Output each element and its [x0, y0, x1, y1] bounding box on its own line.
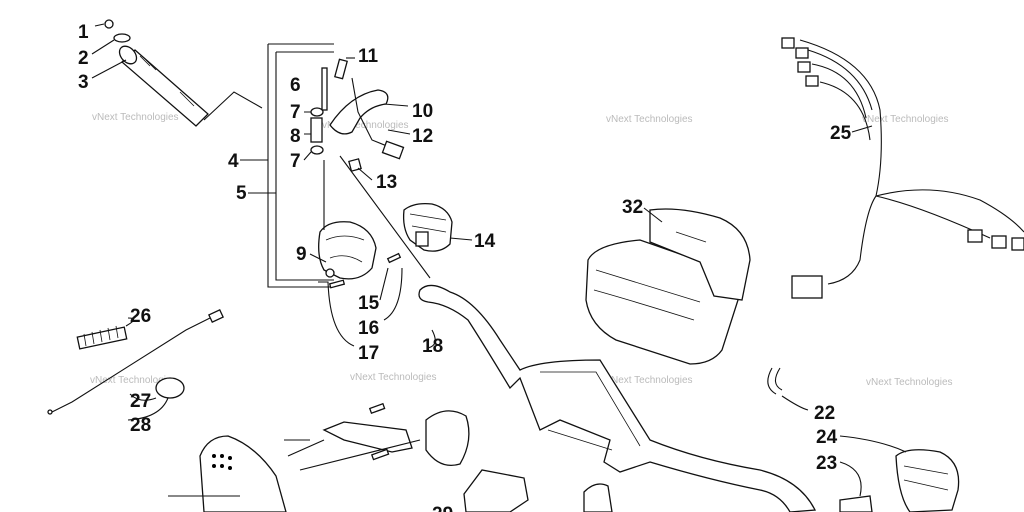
- label-6: 6: [290, 75, 301, 96]
- label-11: 11: [358, 46, 379, 67]
- label-7: 7: [290, 102, 301, 123]
- watermark: vNext Technologies: [350, 372, 437, 383]
- windshield-bag: [585, 207, 751, 365]
- watermarks: vNext Technologies vNext Technologies vN…: [90, 112, 953, 388]
- label-18: 18: [422, 336, 443, 357]
- label-9: 9: [296, 244, 307, 265]
- label-12: 12: [412, 126, 433, 147]
- label-22: 22: [814, 403, 835, 424]
- label-15: 15: [358, 293, 380, 314]
- watermark: vNext Technologies: [866, 377, 953, 388]
- kill-switch: [402, 202, 473, 252]
- right-side-parts: [767, 367, 960, 512]
- label-3: 3: [78, 72, 89, 93]
- label-28: 28: [130, 415, 151, 436]
- label-29: 29: [432, 504, 453, 512]
- bottom-parts: [168, 402, 613, 512]
- label-4: 4: [228, 151, 239, 172]
- label-23: 23: [816, 453, 837, 474]
- label-5: 5: [236, 183, 247, 204]
- label-1: 1: [78, 22, 89, 43]
- bracket-lines: [240, 43, 334, 288]
- label-26: 26: [130, 306, 151, 327]
- label-24: 24: [816, 427, 838, 448]
- label-10: 10: [412, 101, 433, 122]
- watermark: vNext Technologies: [606, 114, 693, 125]
- small-parts: [303, 57, 373, 181]
- label-7b: 7: [290, 151, 301, 172]
- watermark: vNext Technologies: [606, 375, 693, 386]
- throttle-lever: [329, 77, 411, 160]
- label-32: 32: [622, 197, 643, 218]
- switch-housing: [309, 160, 403, 347]
- grip-assembly: [91, 19, 263, 127]
- label-27: 27: [130, 391, 151, 412]
- label-2: 2: [78, 48, 89, 69]
- label-14: 14: [474, 231, 496, 252]
- label-16: 16: [358, 318, 379, 339]
- labels: 1 2 3 4 5 6 7 8 7 9 10 11 12 13 14 15 16…: [78, 22, 852, 512]
- label-17: 17: [358, 343, 379, 364]
- grid-dots: [212, 454, 232, 470]
- watermark: vNext Technologies: [862, 114, 949, 125]
- label-13: 13: [376, 172, 397, 193]
- watermark: vNext Technologies: [90, 375, 177, 386]
- label-25: 25: [830, 123, 852, 144]
- throttle-cable: [47, 308, 224, 421]
- watermark: vNext Technologies: [92, 112, 179, 123]
- label-8: 8: [290, 126, 301, 147]
- wire-harness: [781, 37, 1024, 299]
